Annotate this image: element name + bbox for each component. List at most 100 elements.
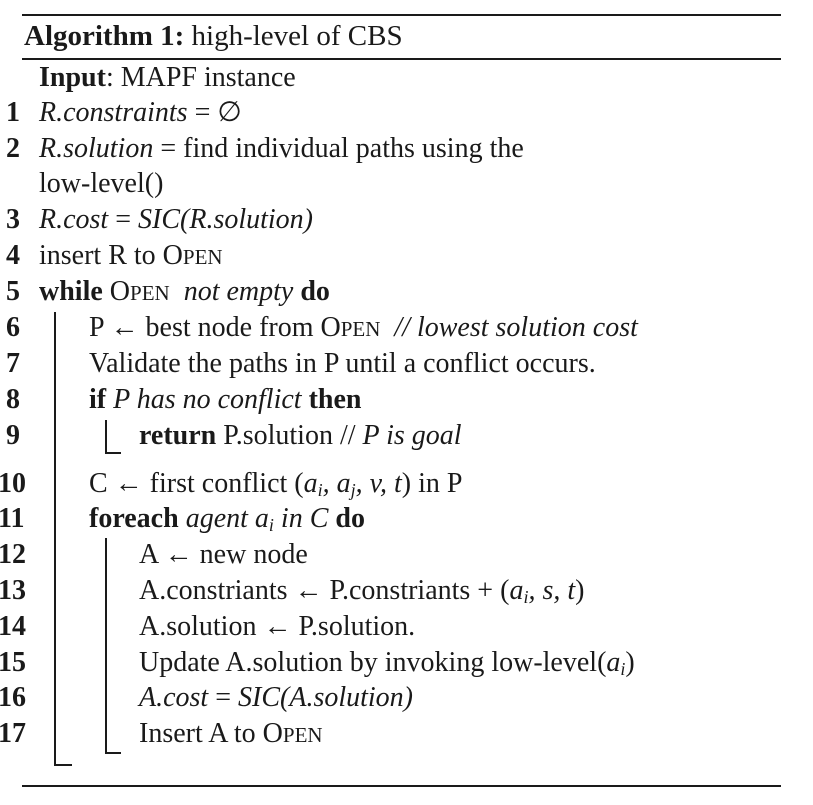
smallcaps-rest: PEN — [130, 281, 170, 305]
condition: not empty — [183, 276, 294, 307]
math-expr: SIC(R.solution) — [138, 204, 314, 235]
algo-line-8: if P has no conflict then — [89, 383, 361, 417]
algo-line-4: insert R to OPEN — [39, 239, 223, 274]
algo-line-2-cont: low-level() — [39, 168, 164, 199]
math-expr: R.cost — [39, 204, 109, 235]
line-number: 11 — [0, 503, 25, 534]
line-number: 9 — [6, 420, 20, 451]
operator: = — [187, 97, 218, 128]
math-var: , v, t — [355, 468, 402, 499]
line-number: 10 — [0, 468, 26, 499]
comment: // lowest solution cost — [394, 312, 638, 343]
math-var: , a — [322, 468, 351, 499]
if-block-bar — [105, 420, 107, 454]
math-var: , s, t — [528, 575, 576, 606]
line-text: insert R to — [39, 240, 163, 271]
foreach-block-end — [105, 752, 121, 754]
algo-line-10: C ← first conflict (ai, aj, v, t) in P — [89, 467, 462, 507]
line-text: find individual paths using the — [183, 133, 524, 164]
line-number: 14 — [0, 611, 26, 642]
keyword-return: return — [139, 420, 217, 451]
line-number: 17 — [0, 718, 26, 749]
algo-line-16: A.cost = SIC(A.solution) — [139, 681, 413, 715]
smallcaps-rest: PEN — [340, 317, 381, 341]
subscript: i — [317, 480, 323, 500]
line-text: ) — [575, 575, 585, 606]
smallcaps-first: O — [162, 240, 183, 271]
while-block-bar — [54, 312, 56, 766]
line-text: P.solution // — [216, 420, 363, 451]
line-text: ) in P — [401, 468, 463, 499]
top-rule — [22, 14, 781, 16]
algorithm-label: Algorithm 1: — [24, 20, 185, 52]
algo-line-7: Validate the paths in P until a conflict… — [89, 348, 596, 379]
subscript: j — [350, 480, 356, 500]
line-number: 6 — [6, 312, 20, 343]
condition: P has no conflict — [113, 384, 302, 415]
algo-line-1: R.constraints = ∅ — [39, 96, 242, 130]
keyword-do: do — [300, 276, 330, 307]
line-text: Insert A to — [139, 718, 263, 749]
subscript: i — [268, 515, 274, 535]
input-keyword: Input — [39, 62, 106, 93]
smallcaps-first: O — [262, 718, 283, 749]
line-text: ) — [625, 647, 635, 678]
line-number: 3 — [6, 204, 20, 235]
smallcaps-rest: PEN — [182, 245, 223, 269]
keyword-foreach: foreach — [89, 503, 179, 534]
algo-line-3: R.cost = SIC(R.solution) — [39, 203, 313, 237]
algo-line-12: A ← new node — [139, 539, 308, 570]
smallcaps-rest: PEN — [282, 723, 323, 747]
operator: = — [153, 133, 184, 164]
smallcaps-first: O — [109, 276, 131, 307]
keyword-if: if — [89, 384, 107, 415]
line-number: 8 — [6, 384, 20, 415]
algorithm-title: high-level of CBS — [191, 20, 403, 52]
keyword-then: then — [308, 384, 362, 415]
line-number: 13 — [0, 575, 26, 606]
line-number: 5 — [6, 276, 20, 307]
math-expr: A.cost — [139, 682, 209, 713]
line-number: 1 — [6, 97, 20, 128]
line-text: A.constriants ← P.constriants + ( — [139, 575, 510, 606]
line-text: Update A.solution by invoking low-level( — [139, 647, 607, 678]
smallcaps-first: O — [320, 312, 341, 343]
foreach-block-bar — [105, 538, 107, 754]
math-expr: SIC(A.solution) — [238, 682, 414, 713]
line-text: P ← best node from — [89, 312, 321, 343]
comment: P is goal — [362, 420, 462, 451]
input-text: : MAPF instance — [105, 62, 296, 93]
line-number: 15 — [0, 647, 26, 678]
bottom-rule — [22, 785, 781, 787]
math-expr: ∅ — [217, 97, 242, 128]
algo-line-17: Insert A to OPEN — [139, 717, 323, 752]
if-block-end — [105, 452, 121, 454]
line-number: 7 — [6, 348, 20, 379]
math-expr: R.solution — [39, 133, 154, 164]
line-number: 16 — [0, 682, 26, 713]
line-text: C ← first conflict ( — [89, 468, 304, 499]
math-var: a — [303, 468, 318, 499]
condition: agent a — [185, 503, 269, 534]
algo-line-11: foreach agent ai in C do — [89, 502, 365, 542]
math-var: a — [606, 647, 621, 678]
math-var: a — [509, 575, 524, 606]
input-line: Input: MAPF instance — [39, 61, 296, 95]
algo-line-2: R.solution = find individual paths using… — [39, 132, 524, 166]
operator: = — [108, 204, 139, 235]
operator: = — [208, 682, 239, 713]
algo-line-13: A.constriants ← P.constriants + (ai, s, … — [139, 574, 584, 614]
algo-line-14: A.solution ← P.solution. — [139, 611, 416, 642]
line-number: 12 — [0, 539, 26, 570]
math-expr: R.constraints — [39, 97, 188, 128]
algo-line-6: P ← best node from OPEN // lowest soluti… — [89, 311, 638, 346]
algo-line-9: return P.solution // P is goal — [139, 419, 462, 453]
algo-line-15: Update A.solution by invoking low-level(… — [139, 646, 635, 686]
while-block-end — [54, 764, 72, 766]
keyword-do: do — [335, 503, 365, 534]
subscript: i — [523, 587, 529, 607]
caption-rule — [22, 58, 781, 60]
line-number: 2 — [6, 133, 20, 164]
algorithm-caption: Algorithm 1: high-level of CBS — [24, 17, 403, 55]
subscript: i — [620, 659, 626, 679]
